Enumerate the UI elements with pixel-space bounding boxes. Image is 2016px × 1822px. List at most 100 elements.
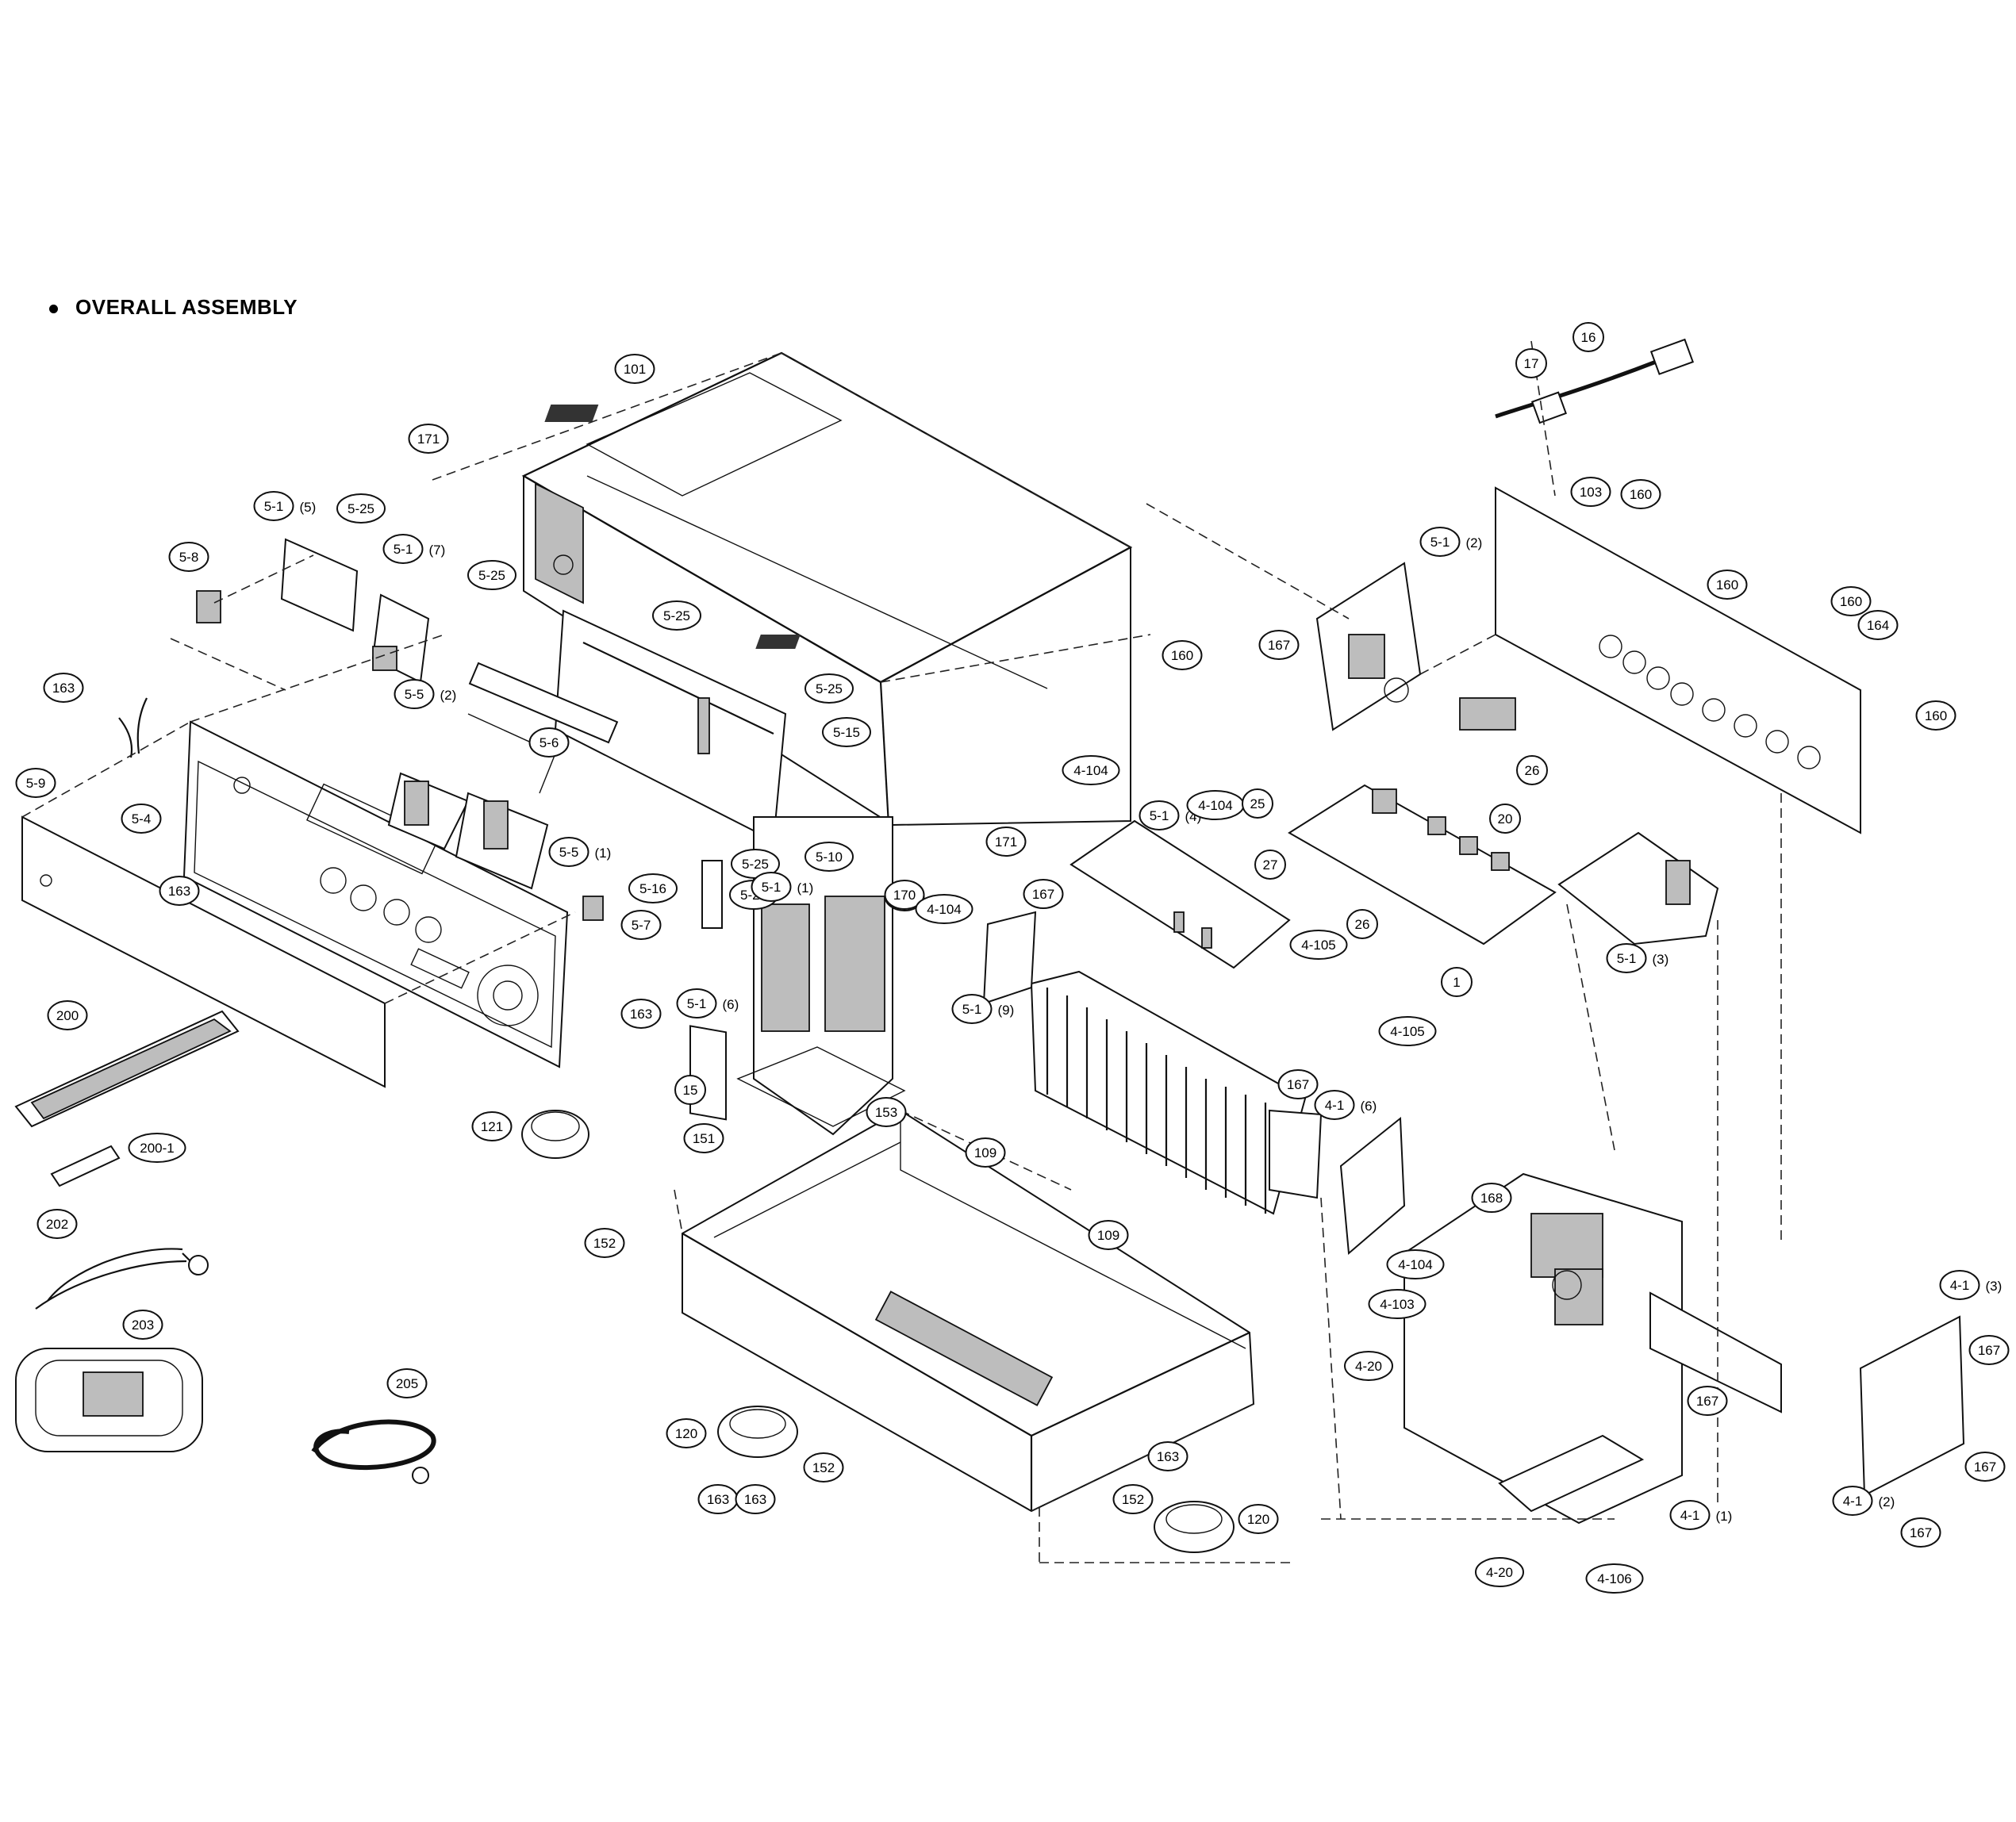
- callout-1: 1: [1441, 967, 1473, 997]
- callout-circle: [951, 994, 993, 1024]
- callout-number: 4-106: [1597, 1571, 1631, 1586]
- callout-circle: [1572, 322, 1604, 352]
- callout-160: 160: [1707, 570, 1748, 600]
- callout-circle: [985, 827, 1027, 857]
- heatsink-fins: [1046, 988, 1267, 1214]
- callout-circle: [1669, 1500, 1711, 1530]
- callout-suffix: (6): [1361, 1099, 1377, 1114]
- callout-circle: [884, 880, 925, 910]
- callout-number: 26: [1525, 763, 1540, 778]
- callout-number: 167: [1910, 1525, 1932, 1540]
- callout-number: 200: [56, 1008, 79, 1023]
- callout-5-16: 5-16: [628, 873, 678, 903]
- callout-number: 4-105: [1390, 1024, 1424, 1039]
- callout-4-1: 4-1(3): [1939, 1270, 2002, 1300]
- callout-circle: [1900, 1517, 1941, 1548]
- callout-circle: [382, 534, 424, 564]
- callout-suffix: (9): [998, 1003, 1015, 1018]
- callout-5-4: 5-4: [121, 804, 162, 834]
- callout-circle: [1968, 1335, 2010, 1365]
- callout-5-1: 5-1(4): [1139, 800, 1201, 830]
- callout-circle: [804, 673, 854, 704]
- callout-number: 4-104: [927, 902, 961, 917]
- callout-4-105: 4-105: [1289, 930, 1348, 960]
- callout-26: 26: [1516, 755, 1548, 785]
- foot-front: [521, 1110, 589, 1159]
- callout-5-10: 5-10: [804, 842, 854, 872]
- callout-4-1: 4-1(6): [1314, 1090, 1377, 1120]
- callout-circle: [1254, 850, 1286, 880]
- callout-circle: [1314, 1090, 1355, 1120]
- callout-circle: [1386, 1249, 1445, 1279]
- callout-number: 15: [683, 1083, 698, 1098]
- page-title: OVERALL ASSEMBLY: [49, 295, 298, 320]
- power-cord: [1495, 338, 1695, 424]
- callout-number: 151: [693, 1131, 715, 1146]
- callout-circle: [620, 910, 662, 940]
- callout-number: 164: [1867, 618, 1889, 633]
- callout-4-20: 4-20: [1475, 1557, 1524, 1587]
- callout-circle: [674, 1075, 706, 1105]
- callout-4-105: 4-105: [1378, 1016, 1437, 1046]
- fm-antenna: [35, 1248, 209, 1310]
- callout-circle: [1344, 1351, 1393, 1381]
- callout-circle: [751, 872, 792, 902]
- callout-circle: [1242, 788, 1273, 819]
- callout-suffix: (3): [1653, 952, 1669, 967]
- callout-circle: [528, 727, 570, 758]
- callout-121: 121: [471, 1111, 513, 1141]
- callout-circle: [1964, 1452, 2006, 1482]
- callout-number: 20: [1498, 811, 1513, 827]
- callout-circle: [1687, 1386, 1728, 1416]
- callout-circle: [735, 1484, 776, 1514]
- callout-20: 20: [1489, 804, 1521, 834]
- callout-circle: [548, 837, 589, 867]
- side-pcb-right: [1859, 1315, 1965, 1497]
- callout-152: 152: [584, 1228, 625, 1258]
- callout-160: 160: [1915, 700, 1956, 731]
- callout-circle: [1139, 800, 1180, 830]
- callout-circle: [1062, 755, 1120, 785]
- callout-5-1: 5-1(5): [253, 491, 316, 521]
- callout-circle: [1238, 1504, 1279, 1534]
- callout-number: 205: [396, 1376, 418, 1391]
- heatsink: [982, 911, 1323, 1215]
- callout-suffix: (1): [797, 880, 814, 896]
- callout-suffix: (7): [429, 543, 446, 558]
- battery-cover: [50, 1145, 121, 1187]
- callout-4-104: 4-104: [1386, 1249, 1445, 1279]
- callout-number: 109: [974, 1145, 996, 1160]
- callout-number: 163: [630, 1007, 652, 1022]
- foot-left: [717, 1406, 798, 1458]
- speaker-terminal-pcb: [1404, 1172, 1683, 1525]
- callout-number: 163: [168, 884, 190, 899]
- callout-suffix: (2): [1879, 1494, 1895, 1509]
- callout-5-25: 5-25: [652, 600, 701, 631]
- callout-number: 167: [1032, 887, 1054, 902]
- callout-number: 5-1: [687, 996, 707, 1011]
- callout-163: 163: [1147, 1441, 1188, 1471]
- callout-number: 5-5: [559, 845, 579, 860]
- callout-number: 27: [1263, 857, 1278, 873]
- callout-number: 120: [1247, 1512, 1269, 1527]
- callout-109: 109: [1088, 1220, 1129, 1250]
- callout-170: 170: [884, 880, 925, 910]
- callout-circle: [1419, 527, 1461, 557]
- callout-4-104: 4-104: [915, 894, 973, 924]
- callout-168: 168: [1471, 1183, 1512, 1213]
- optical-cable: [311, 1419, 436, 1484]
- callout-number: 160: [1840, 594, 1862, 609]
- power-pcb: [1315, 562, 1422, 731]
- callout-circle: [1516, 755, 1548, 785]
- remote-control: [14, 1010, 240, 1128]
- callout-167: 167: [1968, 1335, 2010, 1365]
- callout-circle: [683, 1123, 724, 1153]
- callout-circle: [1378, 1016, 1437, 1046]
- callout-number: 4-20: [1486, 1565, 1513, 1580]
- callout-circle: [253, 491, 294, 521]
- callout-number: 4-104: [1198, 798, 1232, 813]
- input-pcb: [1557, 831, 1719, 946]
- callout-circle: [1289, 930, 1348, 960]
- callout-number: 203: [132, 1318, 154, 1333]
- callout-number: 5-4: [132, 811, 152, 827]
